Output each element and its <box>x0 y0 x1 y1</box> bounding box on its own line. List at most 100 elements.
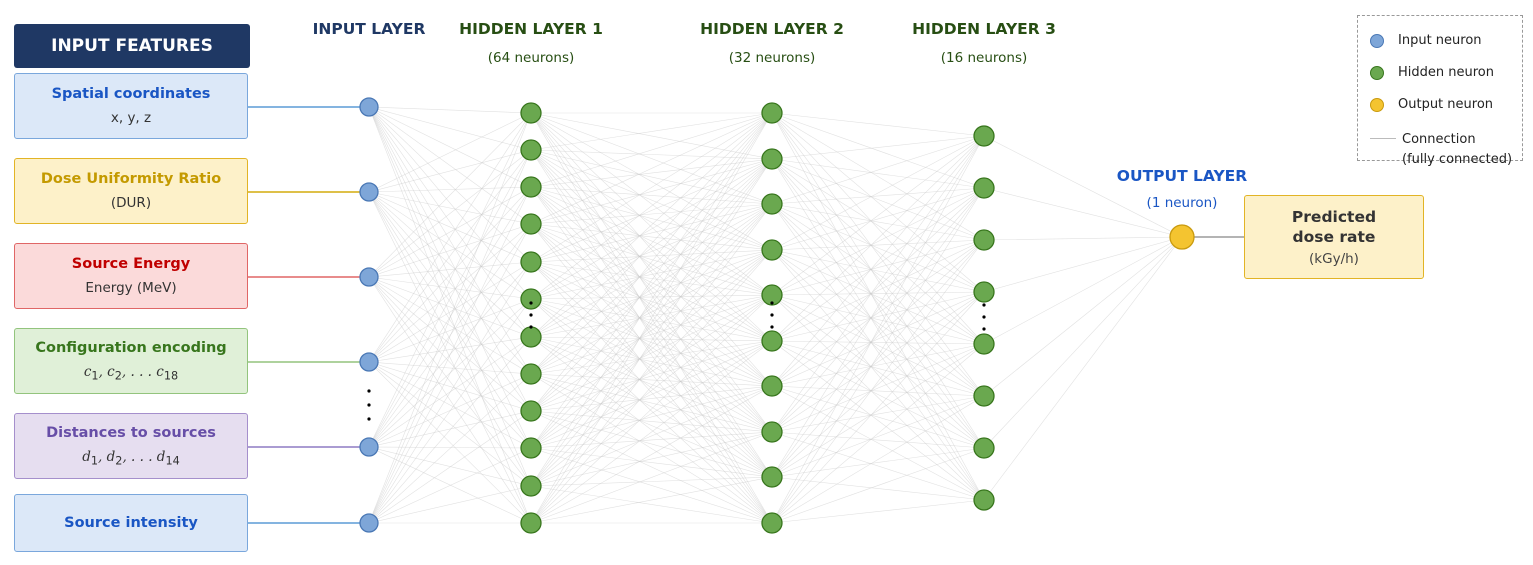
connection <box>368 106 532 487</box>
hidden-neuron <box>520 139 542 161</box>
connection <box>771 187 985 524</box>
connection <box>771 158 985 449</box>
connection <box>771 291 985 342</box>
connection <box>530 373 773 524</box>
connection <box>368 191 532 487</box>
connection <box>368 191 532 449</box>
connection <box>771 385 985 501</box>
connection <box>530 340 773 412</box>
connection <box>530 223 773 296</box>
connection <box>771 135 985 524</box>
connection <box>530 476 773 524</box>
connection <box>530 298 773 342</box>
connection <box>771 158 985 293</box>
connection <box>530 112 773 338</box>
connection <box>368 186 532 448</box>
connection <box>771 385 985 449</box>
feature-subtitle: Energy (MeV) <box>85 280 177 296</box>
output-layer-subtitle: (1 neuron) <box>1146 195 1218 211</box>
connection <box>368 191 532 338</box>
connection <box>368 149 532 363</box>
connection <box>771 239 985 524</box>
connection <box>530 112 773 433</box>
connection <box>530 149 773 433</box>
hidden-layer-3-title: HIDDEN LAYER 3 <box>912 20 1056 38</box>
connection <box>368 106 532 188</box>
connection <box>771 135 985 251</box>
ellipsis-dot <box>529 313 533 317</box>
connection <box>368 410 532 524</box>
predicted-dose-rate-box: Predicted dose rate (kGy/h) <box>1244 195 1424 279</box>
connection <box>983 187 1183 238</box>
connection <box>368 276 532 412</box>
ellipsis-dot <box>529 301 533 305</box>
legend-input: Input neuron <box>1370 33 1482 48</box>
feature-source-intensity: Source intensity <box>14 494 248 552</box>
ellipsis-dot <box>770 313 774 317</box>
connection <box>530 203 773 338</box>
hidden-neuron <box>520 251 542 273</box>
hidden-neuron <box>973 333 995 355</box>
connection <box>530 186 773 387</box>
connection <box>368 447 532 524</box>
input-neuron <box>359 352 379 372</box>
connection <box>771 294 985 345</box>
connection <box>368 261 532 278</box>
feature-title: Source Energy <box>71 256 191 272</box>
legend-connection: Connection (fully connected) <box>1370 130 1512 170</box>
connection <box>530 485 773 524</box>
input-neuron <box>359 267 379 287</box>
connection <box>368 191 532 225</box>
input-neuron-icon <box>1370 33 1384 48</box>
connection <box>530 294 773 524</box>
layer-ellipses <box>367 301 986 421</box>
connection <box>368 191 532 375</box>
connection-line-icon <box>1370 138 1396 139</box>
connection <box>530 112 773 188</box>
connection <box>530 112 773 524</box>
connection <box>771 203 985 345</box>
connection <box>771 158 985 189</box>
connection <box>368 191 532 263</box>
connection <box>530 186 773 478</box>
hidden-neuron <box>761 284 783 306</box>
connection <box>530 112 773 449</box>
connection <box>530 249 773 412</box>
connection <box>368 112 532 193</box>
connection <box>771 187 985 433</box>
connection <box>368 149 532 193</box>
hidden-layer-1-title: HIDDEN LAYER 1 <box>459 20 603 38</box>
connection <box>771 239 985 342</box>
connection <box>368 485 532 524</box>
connection <box>530 112 773 160</box>
connection <box>530 336 773 342</box>
connection <box>530 112 773 487</box>
connection <box>771 187 985 387</box>
connection <box>368 106 532 412</box>
connection <box>771 158 985 345</box>
connection <box>771 135 985 433</box>
connection <box>368 446 532 487</box>
hidden-neuron <box>973 229 995 251</box>
connection <box>771 135 985 296</box>
connection <box>530 447 773 478</box>
hidden-neuron <box>973 281 995 303</box>
connection <box>530 158 773 412</box>
connection <box>771 294 985 449</box>
connection <box>983 236 1183 501</box>
connection <box>771 499 985 524</box>
hidden-neuron <box>973 385 995 407</box>
connection <box>530 149 773 296</box>
connection <box>530 112 773 151</box>
input-layer-title: INPUT LAYER <box>312 20 426 38</box>
connection <box>530 249 773 300</box>
hidden-neuron <box>520 363 542 385</box>
connection <box>771 112 985 397</box>
connection <box>530 112 773 300</box>
connection <box>771 249 985 501</box>
connection <box>771 340 985 397</box>
connection <box>530 336 773 524</box>
connection <box>530 149 773 524</box>
connection <box>530 385 773 412</box>
input-neuron <box>359 182 379 202</box>
